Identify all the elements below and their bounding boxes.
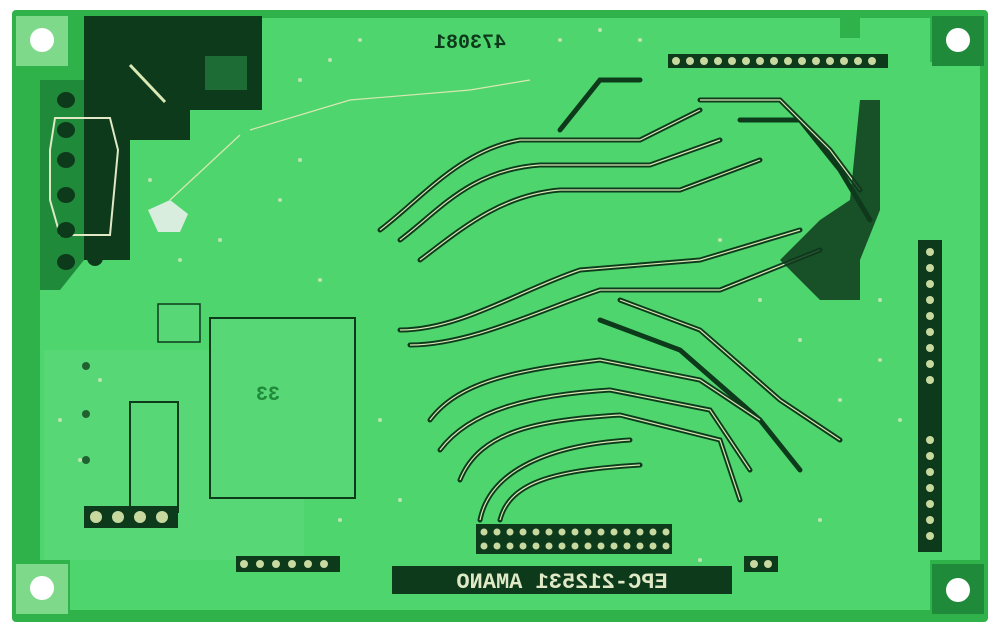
trace-highlights bbox=[169, 79, 861, 521]
part-number-label: EPC-212531 AMANO bbox=[456, 570, 667, 595]
small-pad-block bbox=[157, 303, 201, 343]
right-header-pads bbox=[918, 240, 942, 552]
bottom-header-pads bbox=[476, 524, 672, 554]
connector-outline bbox=[49, 117, 120, 236]
top-header-pads bbox=[668, 54, 888, 68]
serial-number-label: 473081 bbox=[434, 32, 506, 55]
copper-pour-right bbox=[780, 100, 880, 300]
rf-shield-area bbox=[209, 317, 356, 499]
mounting-holes bbox=[16, 16, 984, 614]
copper-pad-square bbox=[205, 56, 247, 90]
mirrored-mark: 33 bbox=[256, 384, 280, 407]
part-label-plate bbox=[392, 566, 732, 594]
tape-residue bbox=[148, 200, 188, 232]
bottom-left-pads bbox=[84, 506, 778, 572]
jumper-wire bbox=[128, 63, 167, 104]
left-connector-pins bbox=[57, 92, 103, 270]
vias bbox=[58, 28, 902, 562]
